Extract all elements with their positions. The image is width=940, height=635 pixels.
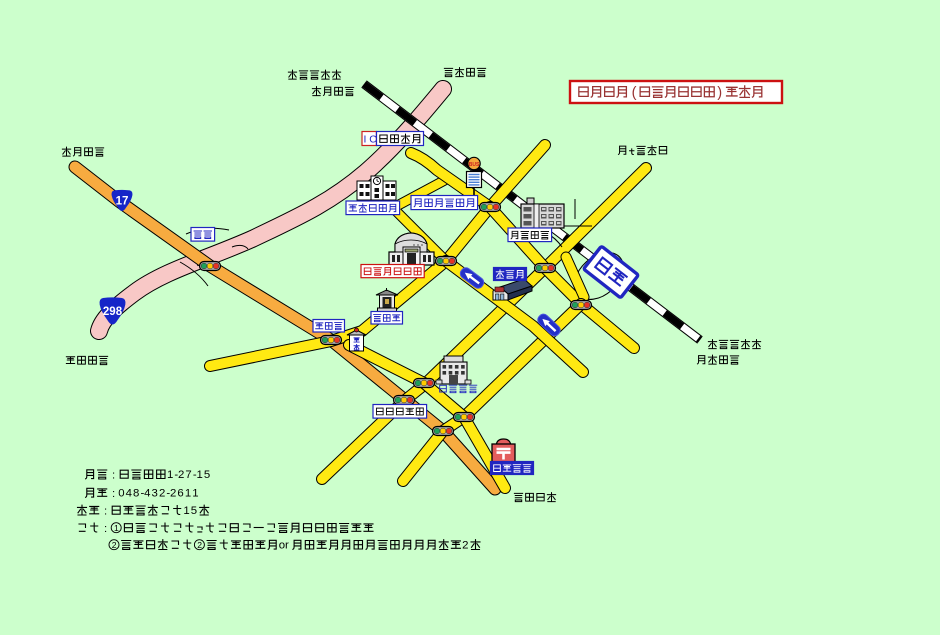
svg-text:): ) <box>717 85 722 101</box>
svg-text::: : <box>104 505 107 517</box>
svg-text:1: 1 <box>167 469 173 481</box>
svg-text:2: 2 <box>159 488 165 500</box>
svg-text:6: 6 <box>177 488 183 500</box>
svg-text:-: - <box>193 469 197 481</box>
svg-text:2: 2 <box>462 540 468 552</box>
svg-text:2: 2 <box>178 469 184 481</box>
svg-text::: : <box>112 488 115 500</box>
svg-text:4: 4 <box>126 488 132 500</box>
svg-text:0: 0 <box>118 488 124 500</box>
svg-text::: : <box>112 469 115 481</box>
svg-text:2: 2 <box>112 540 117 550</box>
svg-text:C: C <box>369 134 377 145</box>
svg-text:-: - <box>141 488 145 500</box>
svg-text:o: o <box>279 540 285 552</box>
svg-text:2: 2 <box>197 540 202 550</box>
svg-text:5: 5 <box>204 469 210 481</box>
svg-text:4: 4 <box>144 488 150 500</box>
svg-text:-: - <box>174 469 178 481</box>
svg-text:1: 1 <box>192 488 198 500</box>
svg-text:-: - <box>166 488 170 500</box>
svg-text:r: r <box>285 540 289 552</box>
svg-text:1: 1 <box>114 523 119 533</box>
svg-text:3: 3 <box>152 488 158 500</box>
svg-text:7: 7 <box>185 469 191 481</box>
svg-text:I: I <box>364 134 367 145</box>
svg-text:1: 1 <box>183 505 189 517</box>
svg-text::: : <box>104 523 107 535</box>
svg-text:(: ( <box>632 85 637 101</box>
svg-text:1: 1 <box>185 488 191 500</box>
svg-text:17: 17 <box>116 195 129 207</box>
svg-text:2: 2 <box>170 488 176 500</box>
svg-text:8: 8 <box>133 488 139 500</box>
svg-text:1: 1 <box>197 469 203 481</box>
svg-text:298: 298 <box>103 306 123 318</box>
svg-text:5: 5 <box>191 505 197 517</box>
svg-text:BUS: BUS <box>469 162 480 168</box>
